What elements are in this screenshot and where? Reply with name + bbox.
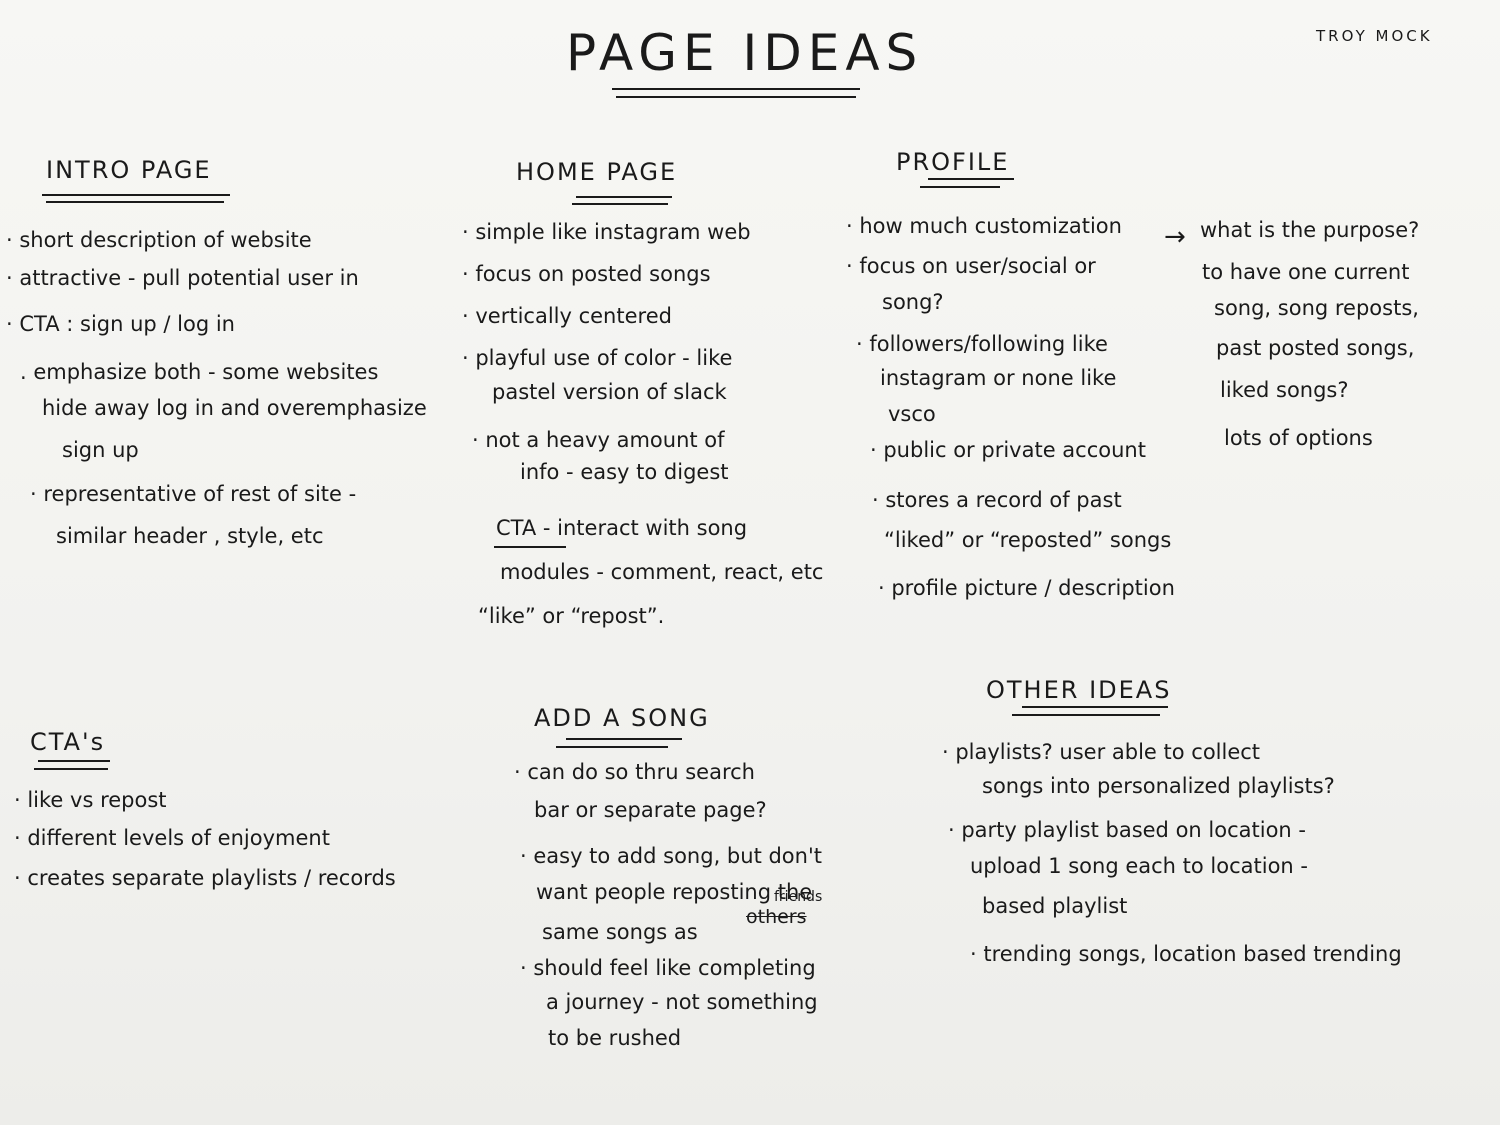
ctas-line: · like vs repost [14,788,167,812]
ctas-underline-2 [34,768,108,770]
add-song-line: same songs as [542,920,698,944]
profile-line: · profile picture / description [878,576,1175,600]
other-underline [1022,706,1168,708]
purpose-line: to have one current [1202,260,1410,284]
profile-line: · public or private account [870,438,1146,462]
other-line: upload 1 song each to location - [970,854,1308,878]
intro-line: · short description of website [6,228,312,252]
home-line: info - easy to digest [520,460,729,484]
profile-line: · focus on user/social or [846,254,1096,278]
title-underline-2 [616,96,856,98]
home-heading: HOME PAGE [516,158,678,186]
other-line: · party playlist based on location - [948,818,1306,842]
purpose-line: lots of options [1224,426,1373,450]
add-song-line: want people reposting the [536,880,813,904]
home-line: pastel version of slack [492,380,727,404]
add-song-underline-2 [556,746,668,748]
inserted-word: friends [774,889,823,905]
purpose-line: what is the purpose? [1200,218,1420,242]
home-underline-2 [572,203,668,205]
profile-underline-2 [920,186,1000,188]
add-song-line: · can do so thru search [514,760,755,784]
purpose-line: song, song reposts, [1214,296,1419,320]
ctas-underline [38,760,110,762]
other-line: · trending songs, location based trendin… [970,942,1402,966]
profile-line: vsco [888,402,936,426]
intro-heading: INTRO PAGE [46,156,212,184]
other-line: based playlist [982,894,1128,918]
add-song-line: to be rushed [548,1026,682,1050]
other-heading: OTHER IDEAS [986,676,1172,704]
profile-underline [928,178,1014,180]
author-name: TROY MOCK [1316,27,1433,45]
profile-line: · how much customization [846,214,1122,238]
profile-line: · stores a record of past [872,488,1122,512]
add-song-line: bar or separate page? [534,798,767,822]
profile-line: “liked” or “reposted” songs [884,528,1172,552]
struck-word: others [746,906,807,928]
intro-line: · CTA : sign up / log in [6,312,235,336]
home-underline [576,196,672,198]
intro-line: sign up [62,438,139,462]
intro-line: · attractive - pull potential user in [6,266,359,290]
home-line: · not a heavy amount of [472,428,725,452]
home-line: · vertically centered [462,304,672,328]
profile-line: · followers/following like [856,332,1108,356]
other-line: · playlists? user able to collect [942,740,1261,764]
profile-line: song? [882,290,944,314]
profile-heading: PROFILE [896,148,1010,176]
intro-underline [42,194,230,196]
home-line: CTA - interact with song [496,516,748,540]
home-line: modules - comment, react, etc [500,560,824,584]
ctas-line: · creates separate playlists / records [14,866,396,890]
add-song-line: · should feel like completing [520,956,816,980]
profile-line: instagram or none like [880,366,1117,390]
purpose-line: past posted songs, [1216,336,1415,360]
home-line: · playful use of color - like [462,346,733,370]
add-song-line: · easy to add song, but don't [520,844,822,868]
intro-line: . emphasize both - some websites [20,360,379,384]
other-line: songs into personalized playlists? [982,774,1335,798]
add-song-line: a journey - not something [546,990,818,1014]
cta-underline [494,546,566,548]
arrow-right-icon: → [1164,222,1186,252]
home-line: “like” or “repost”. [478,604,665,628]
intro-line: similar header , style, etc [56,524,324,548]
purpose-line: liked songs? [1220,378,1349,402]
page-title: PAGE IDEAS [566,24,924,82]
intro-line: · representative of rest of site - [30,482,357,506]
home-line: · simple like instagram web [462,220,751,244]
title-underline-1 [612,88,860,90]
add-song-underline [566,738,682,740]
ctas-line: · different levels of enjoyment [14,826,330,850]
ctas-heading: CTA's [30,728,106,756]
intro-underline-2 [46,201,224,203]
other-underline-2 [1012,714,1160,716]
home-line: · focus on posted songs [462,262,711,286]
add-song-heading: ADD A SONG [534,704,710,732]
intro-line: hide away log in and overemphasize [42,396,427,420]
